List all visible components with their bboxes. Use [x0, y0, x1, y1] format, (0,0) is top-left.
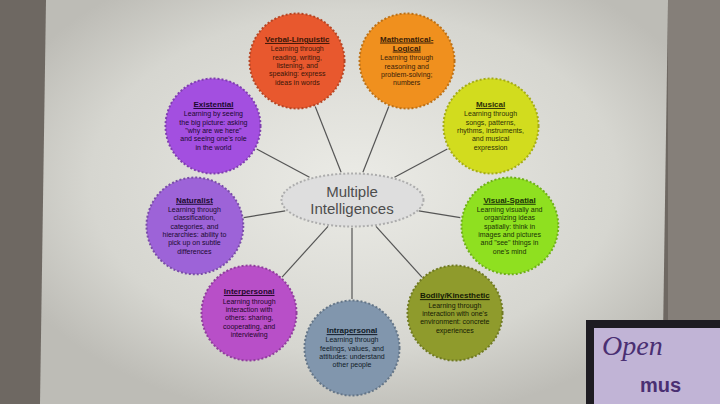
intelligence-circle: Verbal-LinguisticLearning through readin…	[248, 12, 346, 110]
center-ellipse: Multiple Intelligences	[280, 172, 425, 228]
intelligence-circle: Mathematical-LogicalLearning through rea…	[358, 12, 456, 110]
intelligence-description: Learning through songs, patterns, rhythm…	[456, 110, 525, 152]
circle-outline	[248, 12, 346, 110]
sign-text: mus	[640, 374, 681, 397]
intelligence-name: Mathematical-Logical	[372, 34, 441, 52]
intelligence-name: Bodily/Kinesthetic	[419, 291, 490, 300]
text-holder: InterpersonalLearning through interactio…	[215, 287, 284, 339]
circle-fill	[305, 301, 400, 396]
intelligence-description: Learning through interaction with others…	[215, 297, 284, 339]
intelligence-circle: ExistentialLearning by seeing the big pi…	[164, 77, 262, 175]
circle-fill	[443, 79, 538, 174]
circle-fill	[359, 13, 454, 108]
text-holder: ExistentialLearning by seeing the big pi…	[179, 100, 248, 152]
intelligence-circle: NaturalistLearning through classificatio…	[145, 176, 245, 276]
ellipse-fill	[281, 173, 423, 226]
text-holder: Verbal-LinguisticLearning through readin…	[263, 35, 332, 87]
center-title: Multiple Intelligences	[300, 183, 405, 218]
text-holder: Bodily/KinestheticLearning through inter…	[419, 291, 490, 335]
connector-line	[394, 149, 447, 177]
connector-line	[282, 226, 328, 277]
intelligence-name: Existential	[179, 100, 248, 109]
circle-outline	[358, 12, 456, 110]
intelligence-name: Intrapersonal	[318, 326, 387, 335]
circle-outline	[200, 264, 298, 362]
circle-fill	[146, 177, 243, 274]
connector-line	[315, 107, 341, 173]
intelligence-description: Learning through interaction with one's …	[419, 302, 490, 336]
intelligence-description: Learning through classification, categor…	[160, 206, 229, 256]
text-holder: MusicalLearning through songs, patterns,…	[456, 100, 525, 152]
text-holder: NaturalistLearning through classificatio…	[160, 195, 229, 256]
text-holder: Multiple Intelligences	[300, 183, 405, 218]
connector-line	[363, 107, 389, 173]
circle-outline	[164, 77, 262, 175]
intelligence-name: Musical	[456, 100, 525, 109]
intelligence-name: Naturalist	[160, 195, 229, 204]
sign-frame	[586, 320, 720, 404]
intelligence-circle: IntrapersonalLearning through feelings, …	[303, 299, 401, 397]
intelligence-circle: Visual-SpatialLearning visually and orga…	[460, 176, 560, 276]
circle-outline	[442, 77, 540, 175]
intelligence-name: Interpersonal	[215, 287, 284, 296]
intelligence-circle: MusicalLearning through songs, patterns,…	[442, 77, 540, 175]
connector-line	[419, 211, 461, 218]
circle-fill	[407, 266, 502, 361]
intelligence-circle: InterpersonalLearning through interactio…	[200, 264, 298, 362]
connector-line	[257, 149, 310, 177]
connector-line	[244, 211, 286, 218]
circle-fill	[461, 177, 558, 274]
circle-fill	[202, 266, 297, 361]
intelligence-description: Learning through feelings, values, and a…	[318, 336, 387, 370]
circle-fill	[166, 79, 261, 174]
text-holder: Mathematical-LogicalLearning through rea…	[372, 34, 441, 87]
intelligence-name: Verbal-Linguistic	[263, 35, 332, 44]
intelligence-circle: Bodily/KinestheticLearning through inter…	[406, 264, 504, 362]
connector-line	[351, 228, 352, 299]
intelligence-description: Learning through reasoning and problem-s…	[372, 54, 441, 88]
circle-fill	[250, 13, 345, 108]
sign-panel	[594, 328, 720, 404]
intelligence-description: Learning visually and organizing ideas s…	[475, 206, 544, 256]
intelligence-description: Learning through reading, writing, liste…	[263, 45, 332, 87]
intelligence-description: Learning by seeing the big picture: aski…	[179, 110, 248, 152]
sign-text: Open	[602, 330, 663, 362]
connector-line	[376, 226, 422, 277]
projection-screen	[40, 0, 668, 404]
text-holder: IntrapersonalLearning through feelings, …	[318, 326, 387, 370]
intelligence-name: Visual-Spatial	[475, 195, 544, 204]
text-holder: Visual-SpatialLearning visually and orga…	[475, 195, 544, 256]
